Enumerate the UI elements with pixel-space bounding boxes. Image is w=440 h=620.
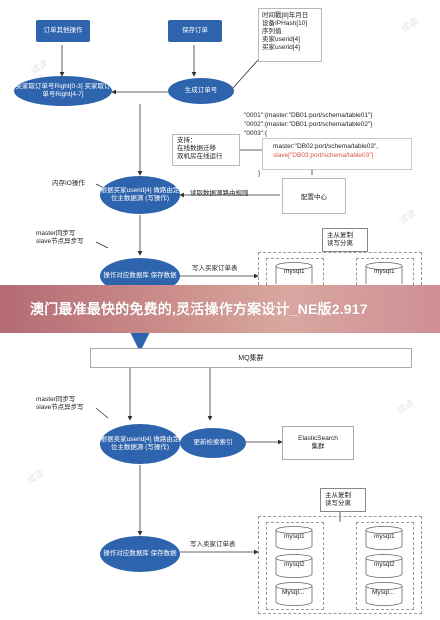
mysql1-bottom-left-cylinder	[275, 526, 313, 550]
order-other-ops-box: 订单其他操作	[36, 20, 90, 42]
schema-line-2: "0002":{master:"DB01:port/schema/table02…	[244, 121, 373, 128]
order-number-fields-text: 时间戳[8]年月日 设备IPHash[10] 序列值 卖家userid[4] 买…	[262, 12, 309, 51]
master-sync-bottom-label: master同步写 slave节点异步写	[36, 396, 84, 411]
generate-order-number-label: 生成订单号	[184, 87, 218, 94]
mq-cluster-box: MQ集群	[90, 348, 412, 368]
operate-db-bottom-label: 操作对应数据库 保存数据	[103, 550, 177, 557]
route-by-buyer-node: 根据买家userid[4] 做路由定位主数据源 (写操作)	[100, 176, 180, 214]
mysql1-bottom-right-cylinder	[365, 526, 403, 550]
save-order-box: 保存订单	[168, 20, 222, 42]
master-slave-copy-top: 主从复制 读写分离	[322, 228, 368, 252]
db-group-bottom-right	[356, 522, 414, 610]
mysql-more-bottom-right-cylinder	[365, 582, 403, 606]
save-order-label: 保存订单	[182, 27, 208, 34]
mysql1-left-label: mysql1	[284, 268, 305, 275]
read-route-rule-label: 读取数据源路由规则	[190, 190, 249, 197]
write-seller-table-label: 写入卖家订单表	[190, 541, 236, 548]
order-number-fields-note: 时间戳[8]年月日 设备IPHash[10] 序列值 卖家userid[4] 买…	[258, 8, 322, 62]
banner-title: 澳门最准最快的免费的,灵活操作方案设计_NE版2.917	[30, 301, 368, 317]
config-center-label: 配置中心	[301, 194, 327, 201]
operate-db-top-label: 操作对应数据库 保存数据	[103, 272, 177, 279]
mysql1-right-cylinder	[365, 262, 403, 284]
schema-config-detail: master:"DB02:port/schema/table03", slave…	[262, 138, 412, 170]
mysql2-bottom-left-label: mysql2	[284, 561, 305, 568]
memory-io-label: 内存IO操作	[52, 180, 85, 187]
master-slave-copy-bottom-text: 主从复制 读写分离	[325, 492, 351, 507]
route-by-buyer-label: 根据买家userid[4] 做路由定位主数据源 (写操作)	[100, 187, 180, 202]
mysql2-bottom-right-cylinder	[365, 554, 403, 578]
config-center-box: 配置中心	[282, 178, 346, 214]
schema-line-6: }	[258, 170, 261, 177]
operate-db-bottom-node: 操作对应数据库 保存数据	[100, 536, 180, 572]
db-group-bottom-left	[266, 522, 324, 610]
mysql1-bottom-left-label: mysql1	[284, 533, 305, 540]
mysql1-left-cylinder	[275, 262, 313, 284]
schema-line-3: "0003":{	[244, 130, 268, 137]
es-cluster-box: ElasticSearch 集群	[282, 426, 354, 460]
update-index-node: 更新检索索引	[180, 428, 246, 458]
mysql-more-bottom-right-label: Mysql...	[372, 589, 395, 596]
mysql1-right-label: mysql1	[374, 268, 395, 275]
seller-buyer-order-node: 卖家取订单号Right[0-3] 买家取订单号Right[4-7]	[14, 76, 112, 106]
master-slave-copy-bottom: 主从复制 读写分离	[320, 488, 366, 512]
seller-buyer-order-label: 卖家取订单号Right[0-3] 买家取订单号Right[4-7]	[15, 83, 111, 98]
title-banner: 澳门最准最快的免费的,灵活操作方案设计_NE版2.917	[0, 285, 440, 333]
master-sync-top-label: master同步写 slave节点异步写	[36, 230, 84, 245]
mysql2-bottom-left-cylinder	[275, 554, 313, 578]
support-note: 支持： 在线数据迁移 双机房在线运行	[172, 134, 240, 166]
mysql-more-bottom-left-label: Mysql...	[282, 589, 305, 596]
route-by-seller-node: 根据卖家userid[4] 做路由定位主数据源 (写操作)	[100, 424, 180, 464]
generate-order-number-node: 生成订单号	[168, 78, 234, 104]
db-cluster-bottom	[258, 516, 422, 614]
support-note-text: 支持： 在线数据迁移 双机房在线运行	[177, 137, 223, 160]
es-cluster-label: ElasticSearch 集群	[298, 435, 338, 450]
master-slave-copy-top-text: 主从复制 读写分离	[327, 232, 353, 247]
schema-line-5: slave["DB03:port/schema/table03"]	[273, 152, 374, 159]
write-buyer-table-label: 写入买家订单表	[192, 265, 238, 272]
mysql2-bottom-right-label: mysql2	[374, 561, 395, 568]
order-other-ops-label: 订单其他操作	[43, 27, 83, 34]
mysql-more-bottom-left-cylinder	[275, 582, 313, 606]
update-index-label: 更新检索索引	[193, 439, 233, 446]
schema-line-1: "0001":{master:"DB01:port/schema/table01…	[244, 112, 373, 119]
route-by-seller-label: 根据卖家userid[4] 做路由定位主数据源 (写操作)	[100, 436, 180, 451]
line-fields-note	[232, 59, 259, 89]
schema-line-4: master:"DB02:port/schema/table03",	[273, 143, 379, 150]
mysql1-bottom-right-label: mysql1	[374, 533, 395, 540]
mq-cluster-label: MQ集群	[238, 355, 264, 362]
line-master-sync-top	[95, 241, 109, 249]
line-master-sync-bottom	[95, 407, 109, 419]
